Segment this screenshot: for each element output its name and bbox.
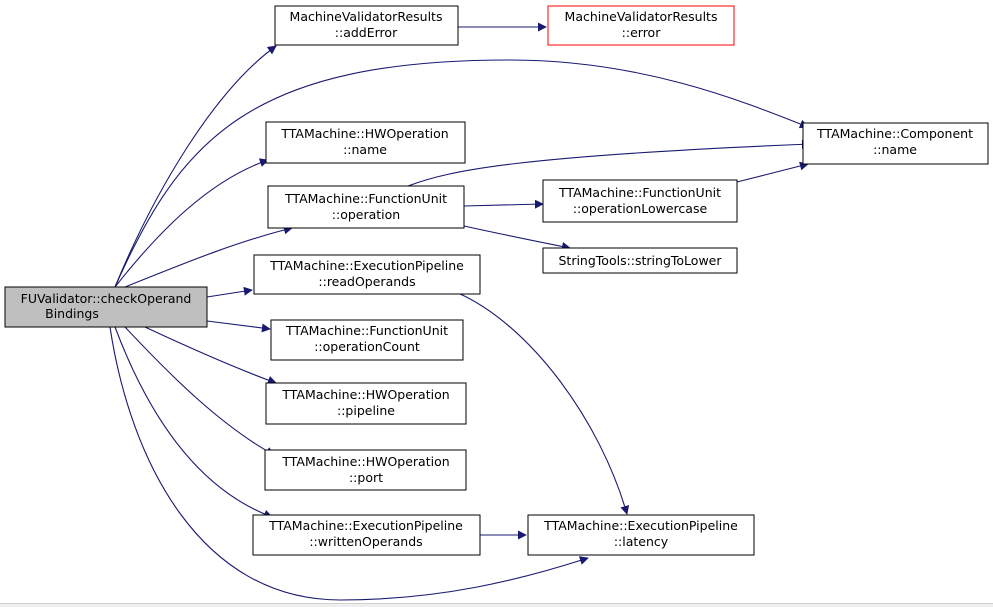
edge-root-to-fu-op-count [206,320,271,333]
edge-root-to-hwop-name [114,158,269,288]
node-label-line-1: TTAMachine::HWOperation [281,387,449,402]
node-box [547,5,735,46]
node-add-error[interactable]: MachineValidatorResults ::addError [274,5,459,46]
node-component-name[interactable]: TTAMachine::Component ::name [802,122,989,165]
node-error[interactable]: MachineValidatorResults ::error [547,5,735,46]
node-box [270,319,464,361]
node-fu-operation[interactable]: TTAMachine::FunctionUnit ::operation [267,185,465,229]
node-label-line-2: ::port [349,470,383,485]
node-label-line-1: TTAMachine::ExecutionPipeline [268,518,463,533]
node-box [542,247,738,274]
edge-root-to-hwop-pipeline [144,326,277,385]
node-box [4,286,208,328]
node-box [264,449,467,491]
edge-root-to-fu-operation [124,225,293,288]
edges [109,22,811,601]
node-box [527,514,755,556]
node-hwop-pipeline[interactable]: TTAMachine::HWOperation ::pipeline [265,382,467,425]
node-label-line-1: StringTools::stringToLower [558,253,722,268]
edge-root-to-add-error [114,45,277,288]
node-label-line-1: TTAMachine::FunctionUnit [558,185,721,200]
node-root[interactable]: FUValidator::checkOperand Bindings [4,286,208,328]
node-written-operands[interactable]: TTAMachine::ExecutionPipeline ::writtenO… [252,514,481,556]
node-label-line-2: ::addError [335,25,398,40]
edge-fu-operation-to-component-name [407,139,811,187]
node-box [542,179,738,223]
edge-root-to-written-operands [114,326,273,519]
node-label-line-2: ::writtenOperands [309,534,422,549]
node-label-line-1: FUValidator::checkOperand [21,291,192,306]
edge-fu-op-lowercase-to-component-name [736,161,809,183]
node-box [265,121,466,164]
node-fu-op-lowercase[interactable]: TTAMachine::FunctionUnit ::operationLowe… [542,179,738,223]
node-label-line-1: TTAMachine::ExecutionPipeline [543,518,738,533]
node-label-line-2: ::error [622,25,662,40]
node-read-operands[interactable]: TTAMachine::ExecutionPipeline ::readOper… [253,254,481,295]
node-label-line-2: ::operationLowercase [573,201,708,216]
node-label-line-2: ::name [873,142,917,157]
edge-fu-operation-to-fu-op-lowercase [463,199,544,209]
node-hwop-port[interactable]: TTAMachine::HWOperation ::port [264,449,467,491]
node-box [252,514,481,556]
node-label-line-1: TTAMachine::HWOperation [281,454,449,469]
node-label-line-1: MachineValidatorResults [565,9,718,24]
bottom-divider [0,603,993,607]
node-label-line-1: TTAMachine::FunctionUnit [284,191,447,206]
node-label-line-2: ::name [343,142,387,157]
node-label-line-2: ::readOperands [318,274,415,289]
node-label-line-1: TTAMachine::Component [816,126,973,141]
node-label-line-1: TTAMachine::FunctionUnit [285,323,448,338]
node-label-line-2: ::operationCount [314,339,420,354]
node-box [253,254,481,295]
node-label-line-1: MachineValidatorResults [290,9,443,24]
node-label-line-2: Bindings [45,306,99,321]
node-string-to-lower[interactable]: StringTools::stringToLower [542,247,738,274]
edge-root-to-latency [109,326,589,601]
edge-root-to-hwop-port [124,326,275,456]
node-fu-op-count[interactable]: TTAMachine::FunctionUnit ::operationCoun… [270,319,464,361]
node-box [267,185,465,229]
node-label-line-2: ::pipeline [337,403,395,418]
node-label-line-2: ::latency [614,534,669,549]
node-label-line-2: ::operation [332,207,400,222]
edge-fu-operation-to-string-to-lower [463,225,571,251]
edge-root-to-component-name [114,59,809,288]
node-box [265,382,467,425]
node-label-line-1: TTAMachine::HWOperation [280,126,448,141]
node-box [274,5,459,46]
node-hwop-name[interactable]: TTAMachine::HWOperation ::name [265,121,466,164]
edge-root-to-read-operands [206,286,253,298]
node-label-line-1: TTAMachine::ExecutionPipeline [269,258,464,273]
node-box [802,122,989,165]
edge-read-operands-to-latency [457,292,630,515]
node-latency[interactable]: TTAMachine::ExecutionPipeline ::latency [527,514,755,556]
